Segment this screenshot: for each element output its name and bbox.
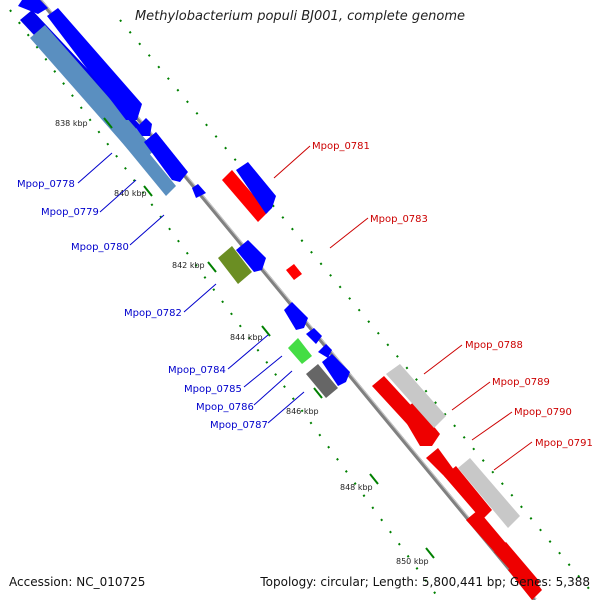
gene-label-mpop-0785[interactable]: Mpop_0785 bbox=[184, 384, 242, 395]
reverse-features bbox=[222, 162, 542, 600]
gene-label-mpop-0786[interactable]: Mpop_0786 bbox=[196, 402, 254, 413]
gene-label-mpop-0779[interactable]: Mpop_0779 bbox=[41, 207, 99, 218]
gene-arrow bbox=[47, 8, 142, 120]
kbp-tick-label: 846 kbp bbox=[286, 407, 319, 416]
gene-arrow bbox=[236, 162, 276, 214]
kbp-tick-label: 848 kbp bbox=[340, 483, 373, 492]
kbp-tick-label: 844 kbp bbox=[230, 333, 263, 342]
gene-arrow bbox=[192, 184, 206, 198]
gene-arrow bbox=[222, 170, 268, 222]
gene-arrow bbox=[426, 448, 454, 478]
gene-arrow bbox=[136, 118, 152, 136]
outer-dotted-guide bbox=[119, 19, 591, 591]
accession-text: Accession: NC_010725 bbox=[9, 575, 146, 589]
gene-arrow bbox=[218, 246, 252, 284]
gene-arrow bbox=[466, 510, 510, 558]
genome-title: Methylobacterium populi BJ001, complete … bbox=[134, 9, 466, 24]
gene-arrow bbox=[284, 302, 308, 330]
gene-arrow bbox=[386, 364, 446, 428]
kbp-tick-label: 840 kbp bbox=[114, 189, 147, 198]
gene-arrow bbox=[508, 560, 542, 600]
topology-text: Topology: circular; Length: 5,800,441 bp… bbox=[260, 575, 590, 589]
gene-label-mpop-0783[interactable]: Mpop_0783 bbox=[370, 214, 428, 225]
gene-label-mpop-0790[interactable]: Mpop_0790 bbox=[514, 407, 572, 418]
gene-arrow bbox=[120, 130, 176, 196]
inner-dotted-guide bbox=[9, 9, 441, 600]
gene-arrow bbox=[306, 364, 338, 398]
gene-label-mpop-0781[interactable]: Mpop_0781 bbox=[312, 141, 370, 152]
right-leader-lines bbox=[273, 145, 533, 471]
kbp-ticks bbox=[103, 117, 435, 559]
gene-label-mpop-0778[interactable]: Mpop_0778 bbox=[17, 179, 75, 190]
gene-label-mpop-0788[interactable]: Mpop_0788 bbox=[465, 340, 523, 351]
gene-label-mpop-0787[interactable]: Mpop_0787 bbox=[210, 420, 268, 431]
gene-arrow bbox=[444, 466, 492, 520]
gene-arrow bbox=[322, 354, 350, 386]
gene-arrow bbox=[288, 338, 312, 364]
gene-arrow bbox=[458, 458, 520, 528]
kbp-tick-label: 838 kbp bbox=[55, 119, 88, 128]
kbp-tick-label: 842 kbp bbox=[172, 261, 205, 270]
gene-arrow bbox=[144, 132, 188, 182]
gene-arrow bbox=[236, 240, 266, 272]
gene-arrow bbox=[286, 264, 302, 280]
gene-label-mpop-0782[interactable]: Mpop_0782 bbox=[124, 308, 182, 319]
gene-arrow bbox=[18, 0, 48, 14]
forward-features bbox=[18, 0, 350, 398]
gene-label-mpop-0791[interactable]: Mpop_0791 bbox=[535, 438, 593, 449]
gene-arrow bbox=[30, 25, 155, 163]
gene-arrow bbox=[306, 328, 322, 344]
gene-label-mpop-0789[interactable]: Mpop_0789 bbox=[492, 377, 550, 388]
gene-label-mpop-0784[interactable]: Mpop_0784 bbox=[168, 365, 226, 376]
gene-arrow bbox=[318, 344, 332, 358]
left-leader-lines bbox=[77, 152, 305, 424]
gene-arrow bbox=[400, 402, 440, 446]
gene-label-mpop-0780[interactable]: Mpop_0780 bbox=[71, 242, 129, 253]
kbp-tick-label: 850 kbp bbox=[396, 557, 429, 566]
